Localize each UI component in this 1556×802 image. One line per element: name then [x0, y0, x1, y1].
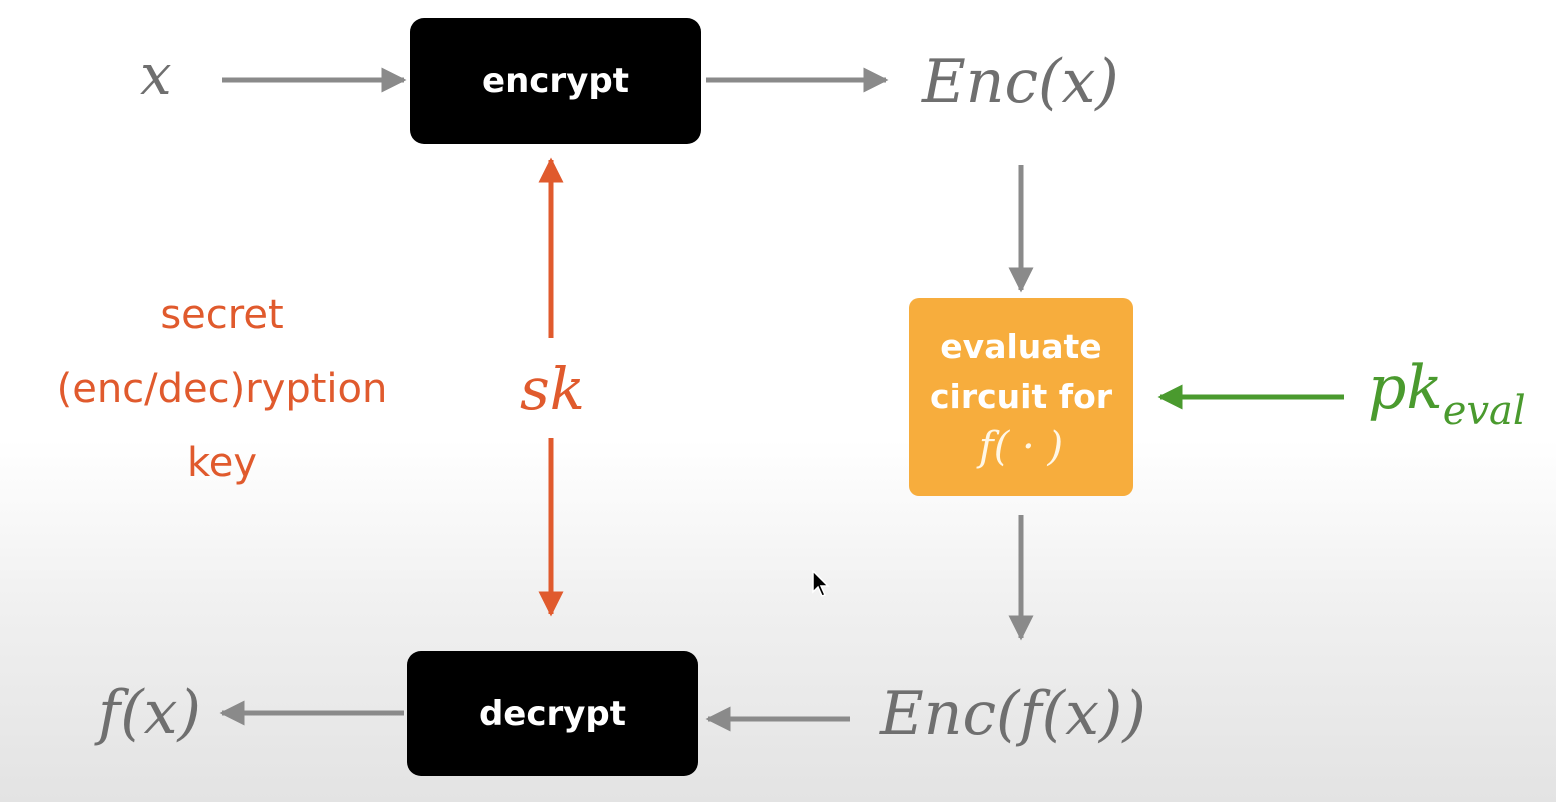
output-f-x: f(x) [98, 678, 201, 748]
decrypt-box: decrypt [407, 651, 698, 776]
mouse-cursor-icon [812, 570, 830, 597]
eval-public-key: pkeval [1368, 358, 1526, 431]
secret-key-label-line: key [186, 440, 258, 486]
secret-key-label: secret (enc/dec)ryption key [12, 278, 432, 500]
evaluate-circuit-box: evaluate circuit for f( · ) [909, 298, 1133, 496]
eval-key-subscript: eval [1442, 388, 1526, 434]
encrypt-box: encrypt [410, 18, 701, 144]
evaluate-label-line2: circuit for [929, 377, 1113, 416]
secret-key-label-line: secret [160, 292, 284, 338]
input-x: x [140, 43, 172, 108]
evaluate-function: f( · ) [978, 424, 1064, 470]
evaluate-label-line1: evaluate [940, 327, 1102, 366]
encrypt-label: encrypt [482, 61, 629, 101]
eval-ciphertext-enc-f-x: Enc(f(x)) [880, 679, 1146, 749]
decrypt-label: decrypt [478, 693, 627, 734]
secret-key-sk: sk [520, 355, 585, 423]
secret-key-label-line: (enc/dec)ryption [56, 366, 388, 412]
ciphertext-enc-x: Enc(x) [922, 47, 1119, 117]
eval-key-base: pk [1368, 353, 1443, 423]
